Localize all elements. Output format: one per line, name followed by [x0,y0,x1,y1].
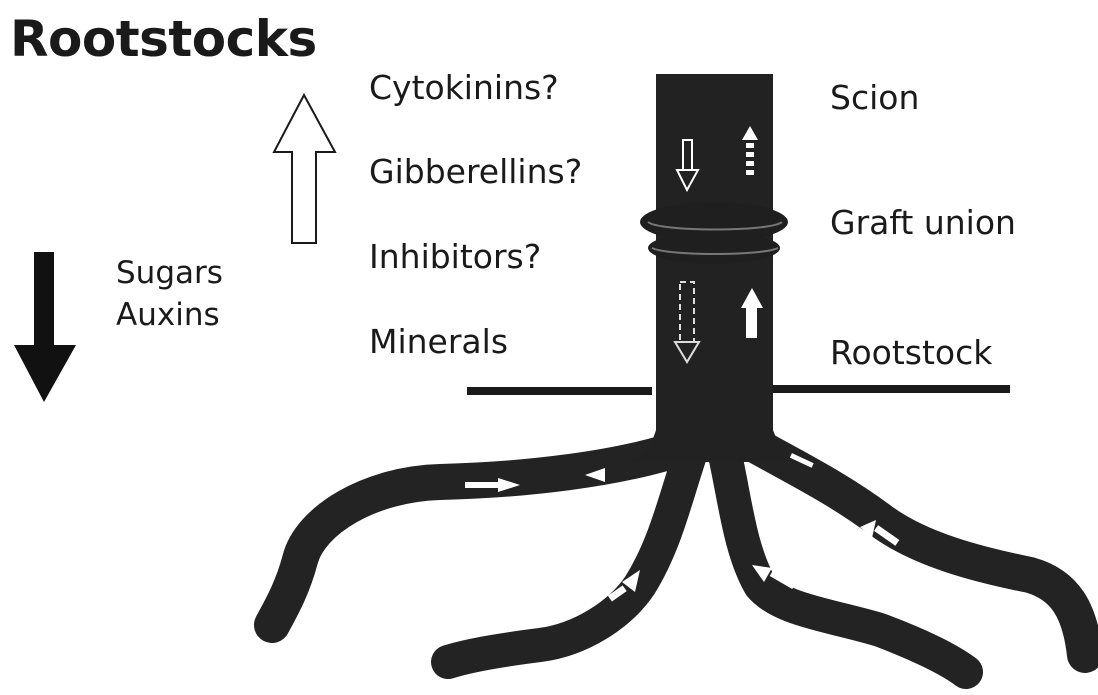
label-graft-union: Graft union [830,203,1016,242]
label-cytokinins: Cytokinins? [369,68,559,107]
label-scion: Scion [830,78,919,117]
stem [630,74,800,462]
label-inhibitors: Inhibitors? [369,237,541,276]
label-sugars: Sugars [116,255,223,291]
graft-union-swelling [640,202,788,264]
label-gibberellins: Gibberellins? [369,152,582,191]
roots [272,445,1085,672]
label-minerals: Minerals [369,322,508,361]
label-rootstock: Rootstock [830,333,992,372]
solid-down-arrow-icon [14,252,76,402]
hollow-up-arrow-icon [274,95,335,243]
label-auxins: Auxins [116,297,220,333]
